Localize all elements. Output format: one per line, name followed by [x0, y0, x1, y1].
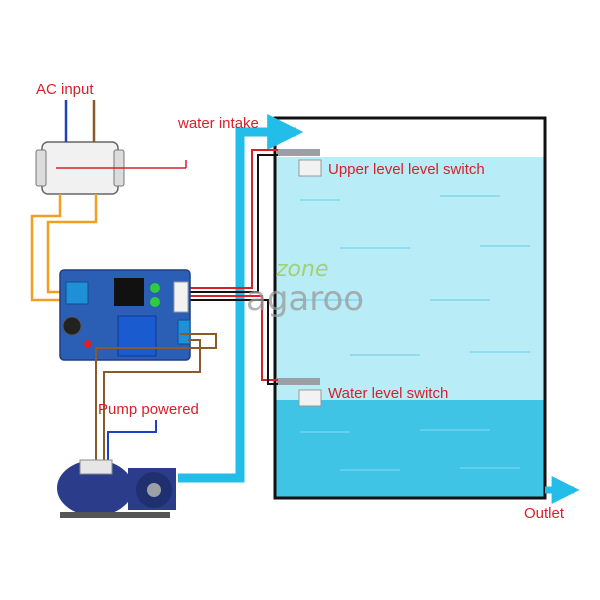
- watermark-top: zone: [275, 257, 329, 282]
- switch-wires: [190, 149, 278, 385]
- power-connector-icon: [35, 141, 187, 195]
- tank: [273, 116, 547, 500]
- pump-icon: [57, 459, 176, 518]
- water-intake-label: water intake: [177, 115, 259, 132]
- tank-water-upper: [276, 157, 544, 400]
- watermark: zone agaroo: [246, 257, 364, 319]
- intake-pipe: [178, 114, 304, 483]
- relay-board-icon: [59, 269, 191, 361]
- outlet-label: Outlet: [524, 505, 565, 522]
- ac-input-wires: [30, 100, 98, 302]
- float-switch-icon: [276, 149, 322, 177]
- watermark-bottom: agaroo: [246, 279, 364, 319]
- ac-input-label: AC input: [36, 81, 94, 98]
- float-switch-icon: [276, 378, 322, 407]
- lower-switch-label: Water level switch: [328, 385, 448, 402]
- water-ripples-deep: [300, 429, 520, 471]
- upper-switch-label: Upper level level switch: [328, 161, 485, 178]
- pump-powered-label: Pump powered: [98, 401, 199, 418]
- water-ripples: [300, 195, 530, 356]
- pump-wires: [95, 333, 217, 462]
- tank-water-lower: [276, 400, 544, 498]
